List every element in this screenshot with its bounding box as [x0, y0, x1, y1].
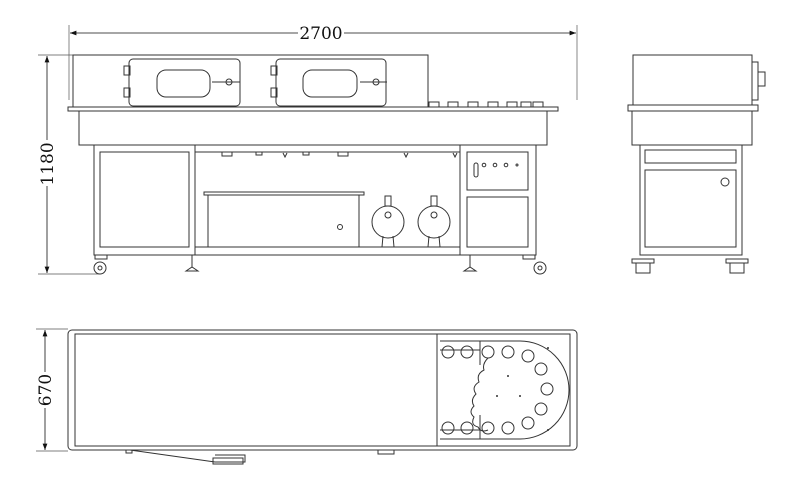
width-dimension: 2700	[68, 24, 578, 100]
height-dimension-label: 1180	[38, 142, 58, 185]
glovebox-door-left	[123, 58, 241, 107]
glovebox-door-right	[270, 58, 387, 107]
bottle-chain	[441, 345, 554, 435]
top-view	[67, 329, 578, 465]
front-view	[67, 54, 559, 275]
pump-left	[371, 195, 405, 248]
casters	[93, 254, 547, 275]
depth-dimension-label: 670	[36, 374, 56, 406]
height-dimension: 1180	[38, 54, 100, 275]
pump-right	[417, 195, 451, 248]
depth-dimension: 670	[36, 328, 68, 452]
width-dimension-label: 2700	[299, 24, 342, 44]
side-view	[627, 54, 766, 274]
